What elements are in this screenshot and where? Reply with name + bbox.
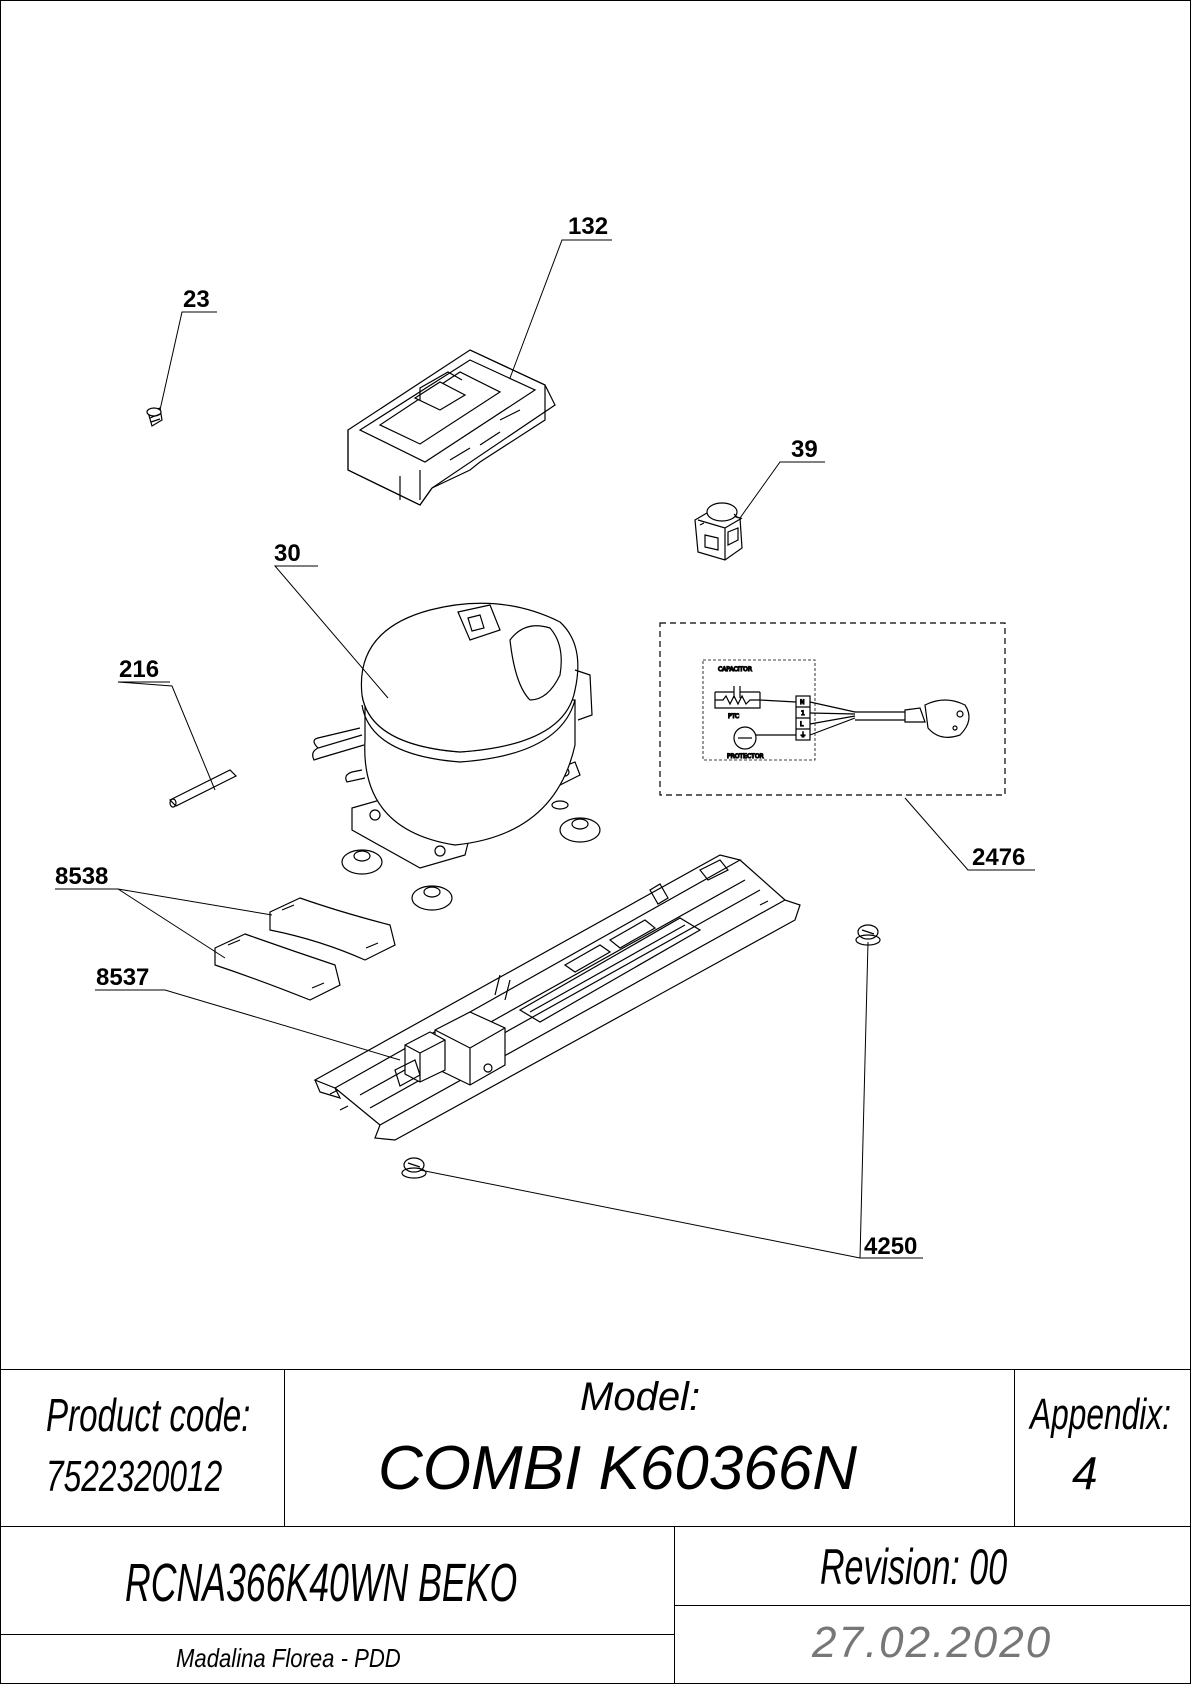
callout-30: 30 <box>274 540 301 567</box>
product-name: RCNA366K40WN BEKO <box>125 1553 518 1613</box>
callout-2476: 2476 <box>972 844 1025 871</box>
part-216-pin <box>168 769 238 808</box>
appendix-value: 4 <box>1072 1447 1098 1499</box>
exploded-parts-diagram: CAPACITOR PTC PROTECTOR N 1 L ⏚ <box>55 213 1035 1260</box>
part-132-cover-box <box>347 349 556 506</box>
revision-label: Revision: 00 <box>820 1539 1008 1595</box>
appendix-label: Appendix: <box>1030 1390 1171 1439</box>
model-value: COMBI K60366N <box>378 1434 857 1503</box>
revision-date: 27.02.2020 <box>812 1618 1053 1667</box>
part-8537-base-rail <box>313 854 801 1141</box>
callout-4250: 4250 <box>864 1233 917 1260</box>
part-30-compressor <box>312 602 601 911</box>
protector-label: PROTECTOR <box>727 753 764 760</box>
capacitor-label: CAPACITOR <box>718 666 752 673</box>
part-23-plug <box>146 407 163 427</box>
product-code-value: 7522320012 <box>46 1452 223 1501</box>
callout-23: 23 <box>183 286 210 313</box>
terminal-1-label: 1 <box>801 710 805 717</box>
callout-8537: 8537 <box>96 964 149 991</box>
callout-132: 132 <box>568 213 608 240</box>
terminal-l-label: L <box>800 721 804 728</box>
callout-8538: 8538 <box>55 863 108 890</box>
terminal-ground-label: ⏚ <box>800 732 806 739</box>
callout-numbers: 132 23 39 30 216 2476 8538 8537 4250 <box>55 213 1025 1260</box>
part-4250-bolts <box>401 924 881 1179</box>
model-label: Model: <box>580 1375 701 1419</box>
author: Madalina Florea - PDD <box>176 1643 401 1673</box>
callout-39: 39 <box>791 436 818 463</box>
terminal-n-label: N <box>800 699 805 706</box>
part-8538-clips <box>214 897 396 1001</box>
ptc-label: PTC <box>728 713 739 720</box>
part-2476-wiring-harness: CAPACITOR PTC PROTECTOR N 1 L ⏚ <box>659 622 1006 796</box>
product-code-label: Product code: <box>46 1389 251 1441</box>
part-39-relay <box>694 502 743 561</box>
leader-lines <box>55 239 1035 1259</box>
callout-216: 216 <box>119 656 159 683</box>
